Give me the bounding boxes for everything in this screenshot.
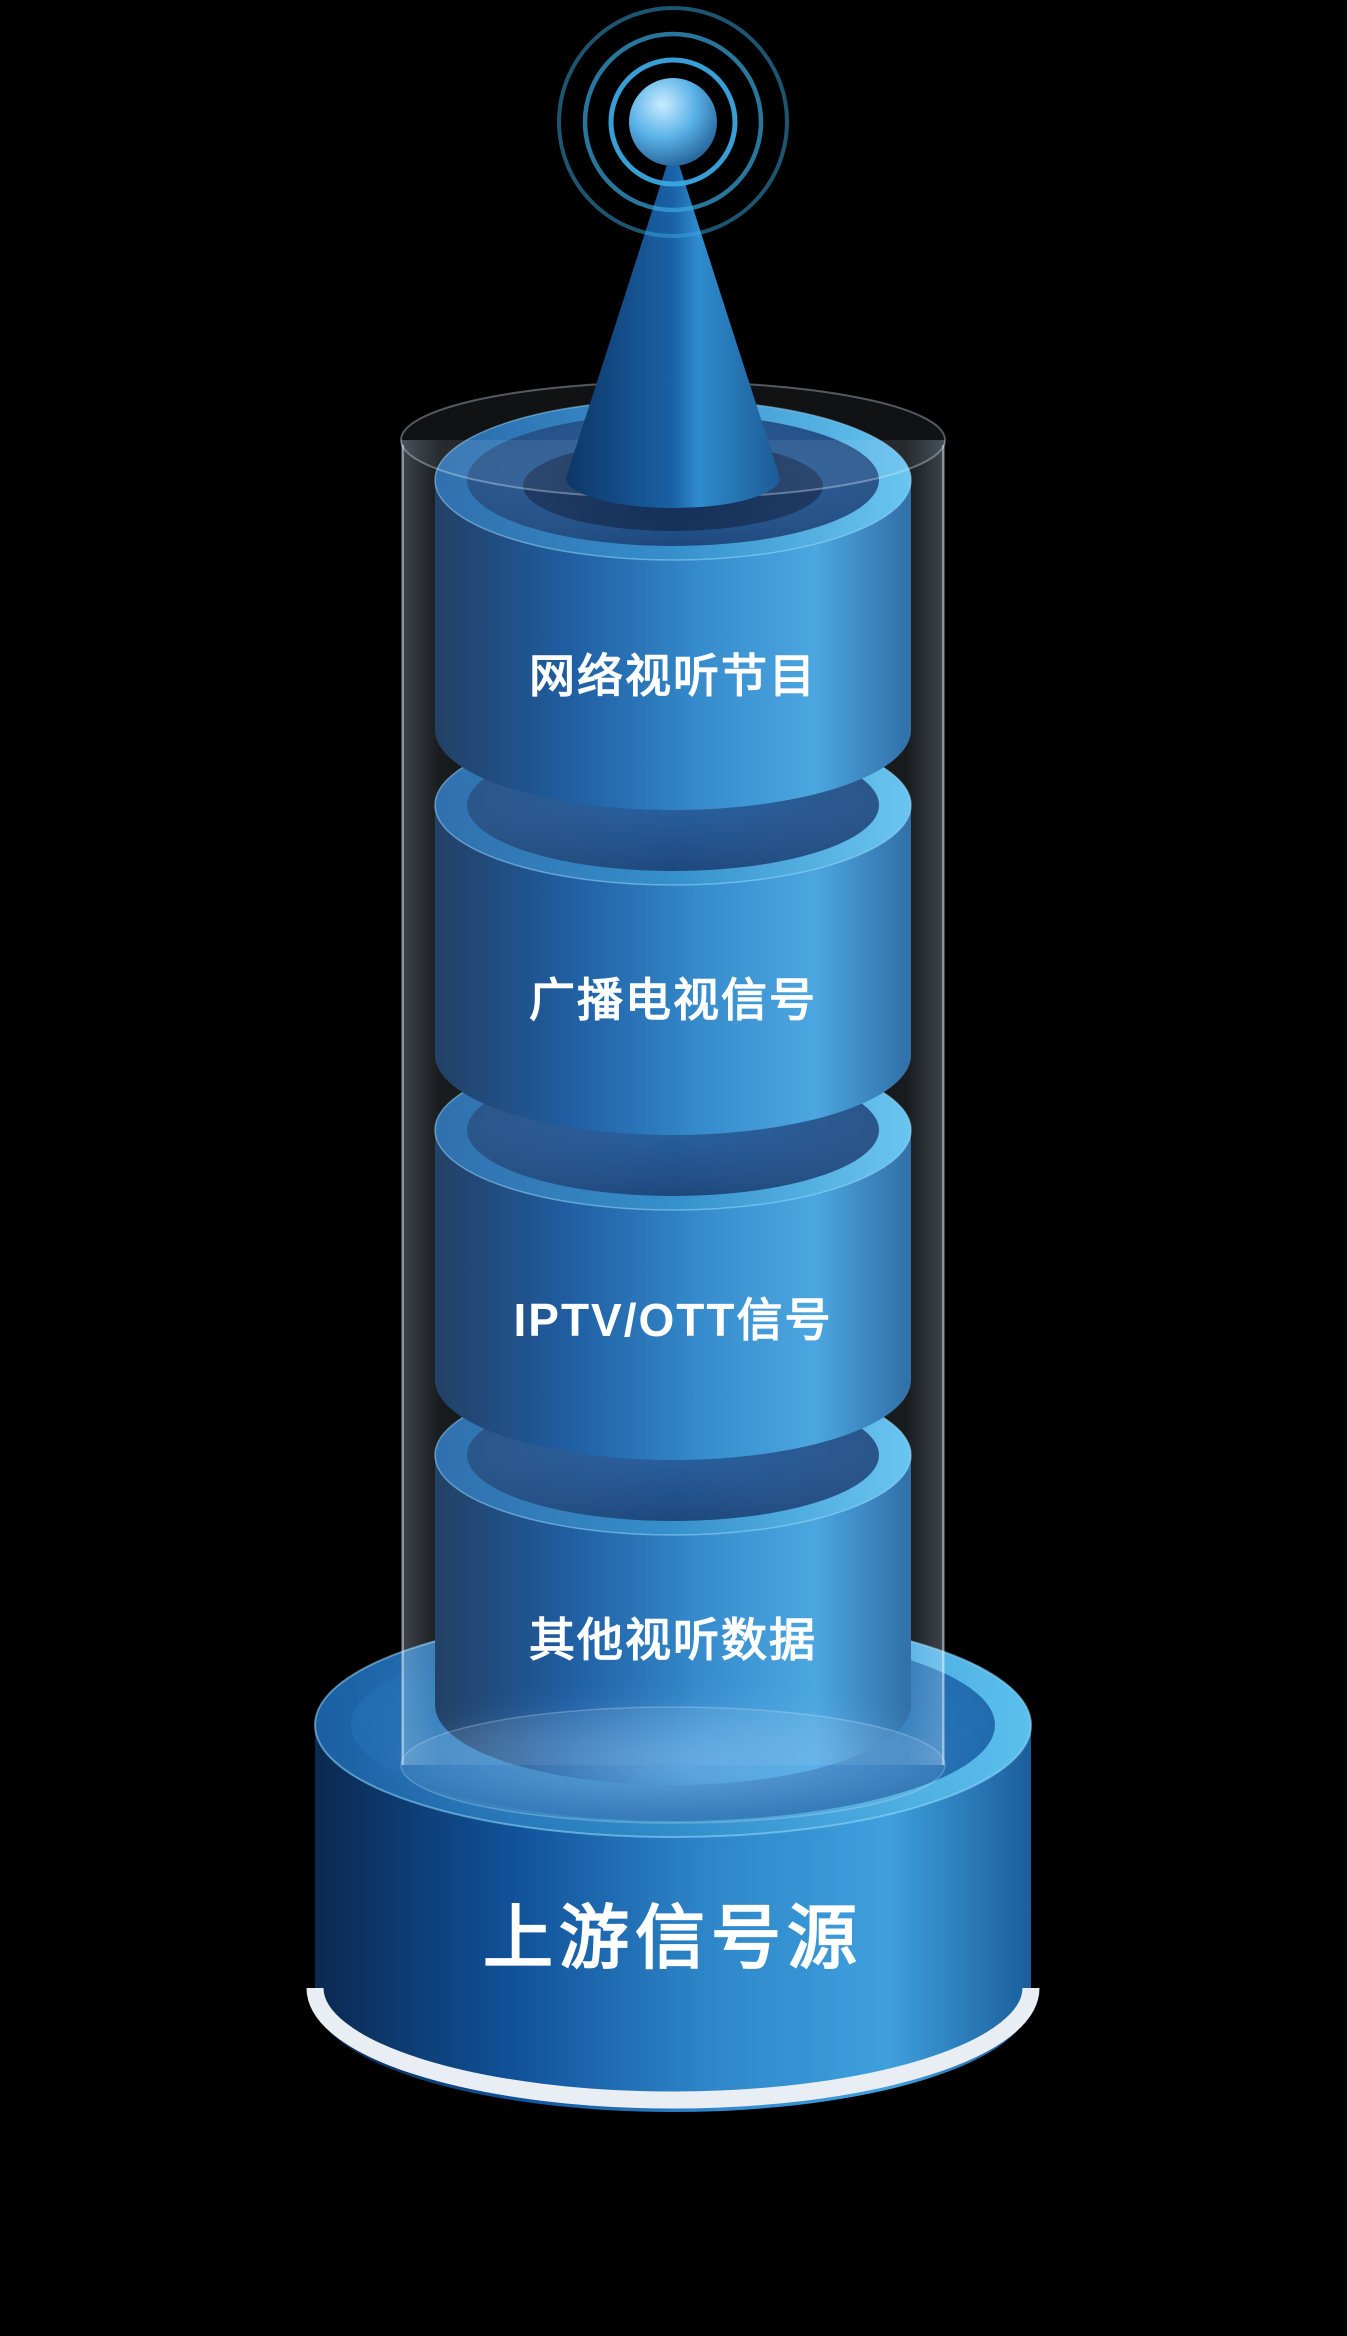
antenna-icon <box>557 6 789 508</box>
segment-2-label: 广播电视信号 <box>529 974 817 1026</box>
glass-tube <box>363 381 983 1826</box>
signal-waves-icon <box>557 6 789 238</box>
segment-1-label: 网络视听节目 <box>529 650 817 702</box>
antenna-ball-icon <box>629 78 717 166</box>
segment-3-label: IPTV/OTT信号 <box>514 1294 833 1346</box>
base-label: 上游信号源 <box>483 1899 863 1977</box>
segment-4-label: 其他视听数据 <box>529 1614 817 1666</box>
base-stripe <box>306 1987 1040 2109</box>
tube-bottom-rim <box>400 1706 946 1824</box>
antenna-cone-icon <box>566 146 780 508</box>
tube-body <box>401 440 945 1765</box>
